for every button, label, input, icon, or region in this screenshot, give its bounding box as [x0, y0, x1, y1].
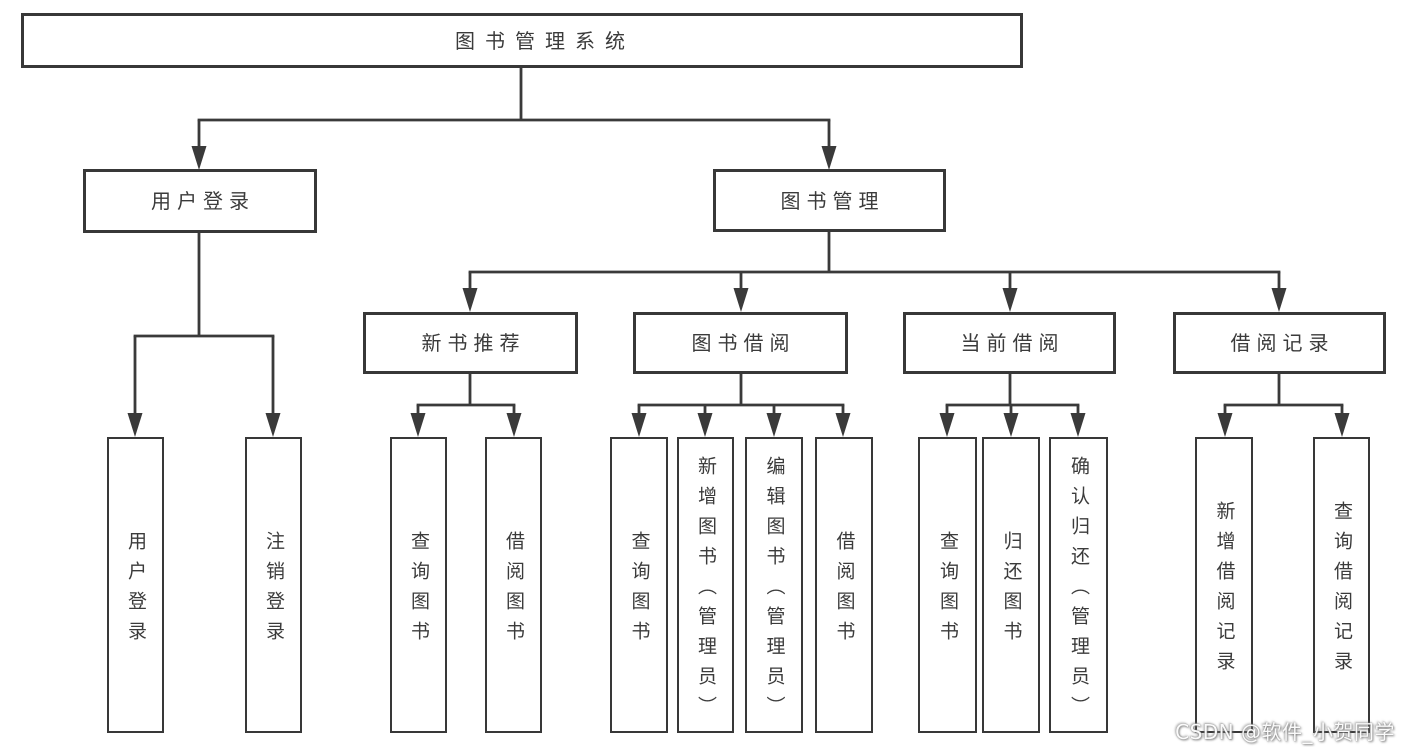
connector-book-management — [462, 232, 1287, 312]
node-book-management-label: 图书管理 — [780, 188, 885, 213]
leaf-logout: 注销登录 — [245, 437, 302, 733]
connector-current-borrow — [939, 374, 1086, 437]
connector-book-borrow — [631, 374, 851, 437]
node-user-login: 用户登录 — [83, 169, 317, 233]
node-user-login-label: 用户登录 — [151, 189, 255, 213]
leaf-query-book-recommend-label: 查询图书 — [408, 530, 430, 651]
leaf-borrow-book-recommend-label: 借阅图书 — [503, 530, 525, 651]
leaf-add-book-admin: 新增图书（管理员） — [677, 437, 734, 733]
leaf-confirm-return-admin-label: 确认归还（管理员） — [1068, 455, 1090, 726]
leaf-borrow-book-recommend: 借阅图书 — [485, 437, 542, 733]
node-current-borrow: 当前借阅 — [903, 312, 1116, 374]
leaf-return-book: 归还图书 — [982, 437, 1040, 733]
leaf-return-book-label: 归还图书 — [1000, 530, 1023, 651]
leaf-query-borrow-record: 查询借阅记录 — [1313, 437, 1370, 733]
leaf-add-book-admin-label: 新增图书（管理员） — [695, 455, 717, 726]
connector-user-login — [127, 233, 281, 437]
leaf-borrow-book: 借阅图书 — [815, 437, 873, 733]
leaf-query-borrow-record-label: 查询借阅记录 — [1331, 500, 1353, 681]
leaf-query-book-recommend: 查询图书 — [390, 437, 447, 733]
leaf-add-borrow-record-label: 新增借阅记录 — [1213, 500, 1236, 681]
connector-root — [191, 68, 837, 170]
leaf-query-book-current-label: 查询图书 — [937, 530, 959, 651]
connector-borrow-records — [1217, 374, 1350, 437]
leaf-add-borrow-record: 新增借阅记录 — [1195, 437, 1253, 733]
leaf-query-book-current: 查询图书 — [918, 437, 977, 733]
leaf-user-login-label: 用户登录 — [125, 530, 147, 651]
node-book-borrow: 图书借阅 — [633, 312, 848, 374]
node-book-management: 图书管理 — [713, 169, 946, 232]
leaf-edit-book-admin-label: 编辑图书（管理员） — [763, 455, 786, 726]
csdn-watermark: CSDN @软件_小贺同学 — [1175, 720, 1395, 744]
node-root: 图书管理系统 — [21, 13, 1023, 68]
node-new-book-recommend-label: 新书推荐 — [421, 331, 526, 355]
leaf-borrow-book-label: 借阅图书 — [833, 530, 856, 651]
node-root-label: 图书管理系统 — [455, 28, 635, 53]
node-borrow-records: 借阅记录 — [1173, 312, 1386, 374]
leaf-user-login: 用户登录 — [107, 437, 164, 733]
leaf-query-book-borrow: 查询图书 — [610, 437, 668, 733]
node-borrow-records-label: 借阅记录 — [1230, 331, 1335, 355]
node-new-book-recommend: 新书推荐 — [363, 312, 578, 374]
node-current-borrow-label: 当前借阅 — [960, 331, 1065, 355]
connector-new-book-recommend — [410, 374, 522, 437]
leaf-query-book-borrow-label: 查询图书 — [628, 530, 651, 651]
leaf-confirm-return-admin: 确认归还（管理员） — [1049, 437, 1108, 733]
node-book-borrow-label: 图书借阅 — [691, 331, 796, 355]
leaf-edit-book-admin: 编辑图书（管理员） — [745, 437, 803, 733]
leaf-logout-label: 注销登录 — [263, 530, 285, 651]
